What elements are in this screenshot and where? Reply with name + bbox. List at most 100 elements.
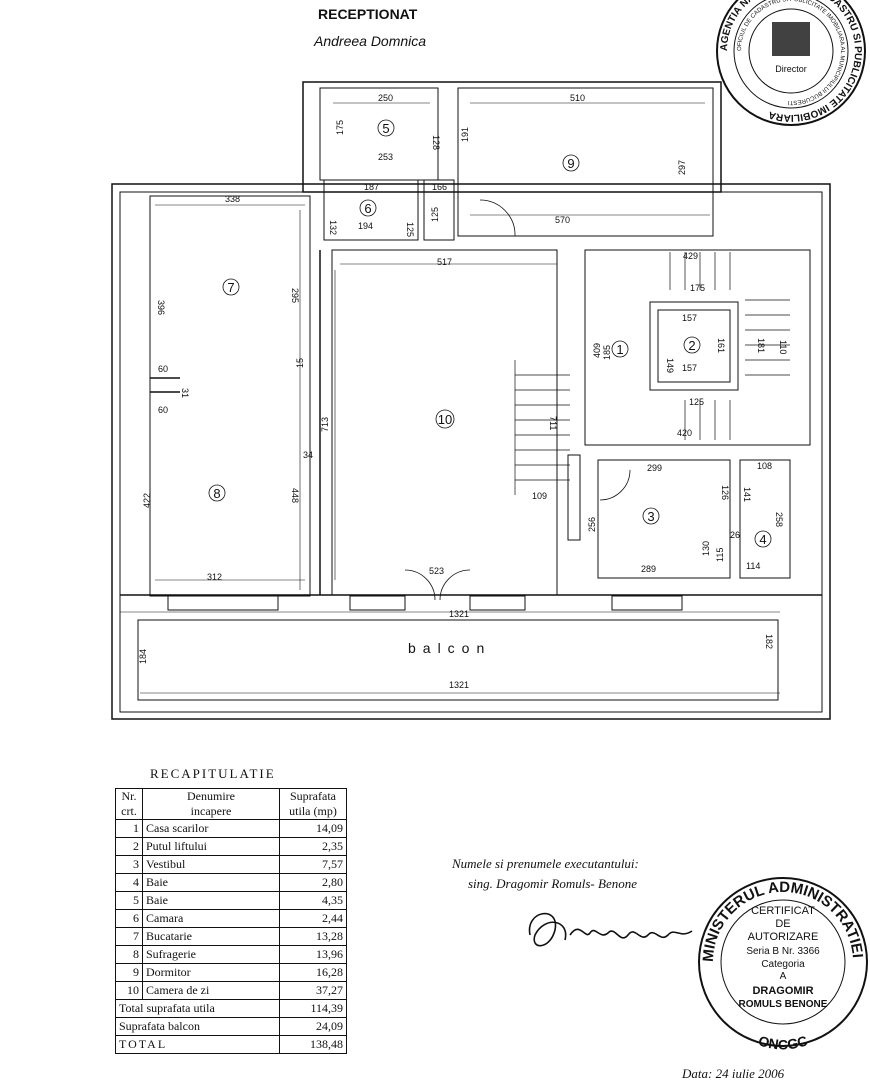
dim-label: 26 [730, 530, 740, 540]
svg-text:ONCGC: ONCGC [757, 1032, 810, 1052]
dim-label: 110 [778, 340, 788, 354]
dim-label: 295 [290, 288, 300, 303]
stamp-bottom-text: ONCGC [757, 1032, 810, 1052]
authorization-stamp: MINISTERUL ADMINISTRATIEI ONCGC CERTIFIC… [698, 877, 868, 1052]
room-number: 8 [213, 486, 220, 501]
stamp-line: DE [775, 918, 790, 930]
dim-label: 114 [746, 561, 760, 571]
dim-label: 126 [720, 485, 730, 500]
dim-label: 187 [364, 182, 379, 192]
room-number: 1 [616, 342, 623, 357]
dim-label: 34 [303, 450, 313, 460]
header-nr: Nr.crt. [115, 788, 143, 820]
room-number: 6 [364, 201, 371, 216]
dim-label: 130 [701, 541, 711, 556]
dim-label: 570 [555, 215, 570, 225]
signature [528, 912, 693, 947]
stamp-emblem [772, 22, 810, 56]
room-number: 2 [688, 338, 695, 353]
document-date: Data: 24 iulie 2006 [682, 1066, 785, 1081]
dim-label: 713 [320, 417, 330, 432]
dim-label: 60 [158, 364, 168, 374]
stamp-line: DRAGOMIR [752, 985, 813, 997]
dim-label: 523 [429, 566, 444, 576]
dim-label: 258 [774, 512, 784, 527]
room-number: 9 [567, 156, 574, 171]
floor-plan: 250 510 175 128 191 297 253 187 166 338 … [111, 81, 831, 720]
dim-label: 109 [532, 491, 547, 501]
dim-label: 297 [677, 160, 687, 175]
room-number: 4 [759, 532, 766, 547]
room-number: 3 [647, 509, 654, 524]
recap-title: RECAPITULATIE [150, 766, 276, 781]
dim-label: 422 [142, 493, 152, 508]
upper-block-wall [302, 81, 722, 193]
dim-label: 1321 [449, 609, 469, 619]
dim-label: 711 [548, 416, 558, 430]
dim-label: 256 [587, 517, 597, 532]
stamp-line: ROMULS BENONE [739, 999, 828, 1010]
dim-label: 157 [682, 363, 697, 373]
executant-name: sing. Dragomir Romuls- Benone [468, 876, 637, 891]
dim-label: 429 [683, 251, 698, 261]
dim-label: 338 [225, 194, 240, 204]
dim-label: 184 [138, 649, 148, 664]
dim-label: 299 [647, 463, 662, 473]
dim-label: 115 [715, 548, 725, 562]
dim-label: 108 [757, 461, 772, 471]
dim-label: 31 [180, 388, 190, 398]
room-number: 10 [438, 412, 452, 427]
dim-label: 132 [328, 220, 338, 235]
dim-label: 312 [207, 572, 222, 582]
dim-label: 141 [742, 487, 752, 502]
room-number: 5 [382, 121, 389, 136]
dim-label: 517 [437, 257, 452, 267]
dim-label: 1321 [449, 680, 469, 690]
dim-label: 125 [405, 222, 415, 237]
balcony-label: balcon [408, 640, 491, 656]
dim-label: 157 [682, 313, 697, 323]
stamp-line: Seria B Nr. 3366 [746, 946, 820, 957]
outer-wall [111, 183, 831, 720]
dim-label: 420 [677, 428, 692, 438]
dim-label: 161 [716, 338, 726, 353]
dim-label: 191 [460, 127, 470, 142]
dim-label: 448 [290, 488, 300, 503]
verified-label: RECEPTIONAT [318, 6, 418, 22]
stamp-center-text: Director [775, 64, 807, 74]
dim-label: 409 [592, 343, 602, 358]
dim-label: 253 [378, 152, 393, 162]
dim-label: 125 [689, 397, 704, 407]
dim-label: 250 [378, 93, 393, 103]
stamp-line: AUTORIZARE [748, 931, 819, 943]
dim-label: 510 [570, 93, 585, 103]
cadastre-stamp: AGENTIA NATIONALA DE CADASTRU SI PUBLICI… [716, 0, 866, 126]
dim-label: 181 [756, 338, 766, 353]
executant-label: Numele si prenumele executantului: [452, 856, 639, 871]
dim-label: 125 [430, 207, 440, 222]
dim-label: 60 [158, 405, 168, 415]
dim-label: 149 [665, 358, 675, 373]
dim-label: 182 [764, 634, 774, 649]
stamp-line: Categoria [761, 959, 805, 970]
room-number: 7 [227, 280, 234, 295]
dim-label: 166 [432, 182, 447, 192]
dim-label: 396 [156, 300, 166, 315]
dim-label: 128 [431, 135, 441, 150]
dim-label: 194 [358, 221, 373, 231]
stamp-line: A [780, 971, 787, 982]
